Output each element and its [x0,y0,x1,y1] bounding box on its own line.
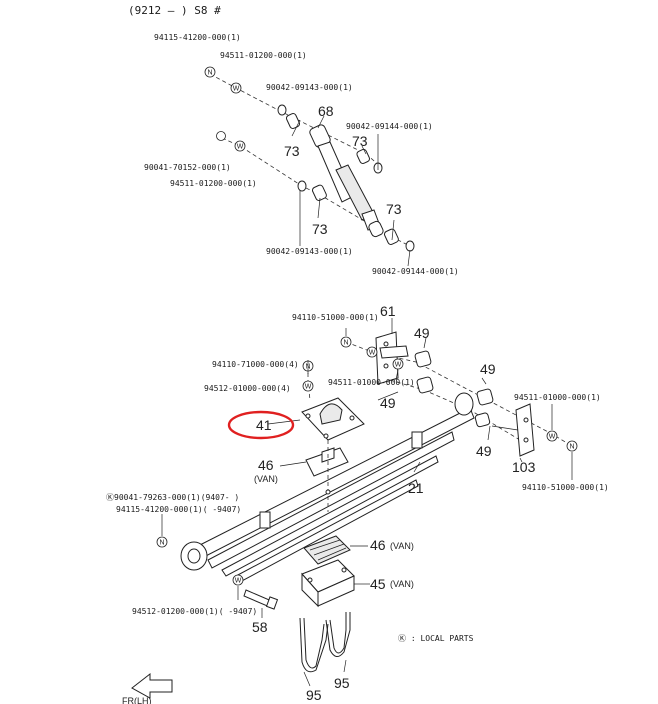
ref-number-73: 73 [352,133,368,149]
highlight-circle [227,410,295,440]
part-number-label: 94511-01200-000(1) [170,179,257,188]
shock-assembly: N W W [144,33,459,276]
part-number-label: 94511-01200-000(1) [220,51,307,60]
ref-number-46: 46 [258,457,274,473]
ref-number-46: 46 [370,537,386,553]
bushing-icon [476,388,494,406]
ref-number-58: 58 [252,619,268,635]
washer-symbol: W [232,574,244,586]
nut-symbol: N [156,536,168,548]
ref-number-95: 95 [334,675,350,691]
nut-symbol: N [340,336,352,348]
spring-pad-icon [301,397,365,441]
shackle-plate-icon [491,403,535,457]
svg-text:N: N [207,70,212,77]
washer-symbol: W [302,380,314,392]
u-bolt-icon [325,612,351,657]
part-number-label: 90042-09144-000(1) [346,122,433,131]
bushing-icon [277,104,287,116]
ref-number-49: 49 [380,395,396,411]
part-number-label: 94511-01000-000(1) [328,378,415,387]
washer-symbol: W [230,82,242,94]
spring-seat-icon [301,559,355,608]
svg-text:W: W [237,144,244,151]
part-number-label: 94115-41200-000(1) [154,33,241,42]
ref-number-73: 73 [386,201,402,217]
bushing-icon [474,412,491,428]
variant-label: (VAN) [254,474,278,484]
washer-symbol: W [546,430,558,442]
washer-symbol: W [366,346,378,358]
part-number-label: 94512-01000-000(4) [204,384,291,393]
bushing-icon [297,180,307,192]
part-number-label: 90042-09144-000(1) [372,267,459,276]
part-number-label: 94115-41200-000(1)( -9407) [116,505,241,514]
part-number-label: 94110-71000-000(4) [212,360,299,369]
ref-number-103: 103 [512,459,536,475]
ref-number-61: 61 [380,303,396,319]
bushing-icon [311,184,327,201]
ref-number-21: 21 [408,480,424,496]
nut-symbol: N [204,66,216,78]
ref-number-73: 73 [312,221,328,237]
svg-text:W: W [235,578,242,585]
front-direction-arrow-icon [131,672,173,699]
legend-local-parts: Ⓚ : LOCAL PARTS [398,634,474,643]
part-number-label: 94512-01200-000(1)( -9407) [132,607,257,616]
shackle-bracket-icon [375,331,409,385]
bolt-icon [243,589,279,610]
washer-symbol: W [234,140,246,152]
u-bolt-icon [299,617,329,673]
ref-number-41: 41 [256,417,272,433]
bushing-icon [405,240,415,252]
svg-text:N: N [343,340,348,347]
leaf-spring-icon [180,392,475,583]
part-number-label: 94110-51000-000(1) [292,313,379,322]
bushing-icon [414,350,432,368]
part-number-label: 90042-09143-000(1) [266,83,353,92]
spacer-icon [305,447,349,477]
variant-label: (VAN) [390,579,414,589]
part-number-label: 90042-09143-000(1) [266,247,353,256]
svg-text:W: W [369,350,376,357]
bushing-icon [383,228,399,245]
shock-absorber-icon [309,124,384,238]
part-number-label: 90041-70152-000(1) [144,163,231,172]
variant-label: (VAN) [390,541,414,551]
svg-text:N: N [159,540,164,547]
part-number-label: 94511-01000-000(1) [514,393,601,402]
svg-text:W: W [549,434,556,441]
svg-text:W: W [305,384,312,391]
ref-number-68: 68 [318,103,334,119]
svg-text:N: N [569,444,574,451]
lower-spacer-icon [303,535,351,565]
ref-number-45: 45 [370,576,386,592]
washer-symbol: W [392,358,404,370]
nut-symbol: N [566,440,578,452]
part-number-label: 94110-51000-000(1) [522,483,609,492]
svg-text:W: W [233,86,240,93]
part-number-label: Ⓚ90041-79263-000(1)(9407- ) [106,493,239,502]
ref-number-49: 49 [476,443,492,459]
diagram-header: (9212 – ) S8 # [128,4,221,17]
bushing-icon [356,148,371,164]
ref-number-49: 49 [480,361,496,377]
direction-label: FR(LH) [122,696,152,704]
ref-number-95: 95 [306,687,322,703]
bushing-icon [416,376,434,394]
spring-assembly: N W N W W N W N W 94110-51000-000(1) 941… [106,303,609,704]
lock-nut-icon [216,131,226,141]
svg-text:W: W [395,362,402,369]
ref-number-73: 73 [284,143,300,159]
ref-number-49: 49 [414,325,430,341]
